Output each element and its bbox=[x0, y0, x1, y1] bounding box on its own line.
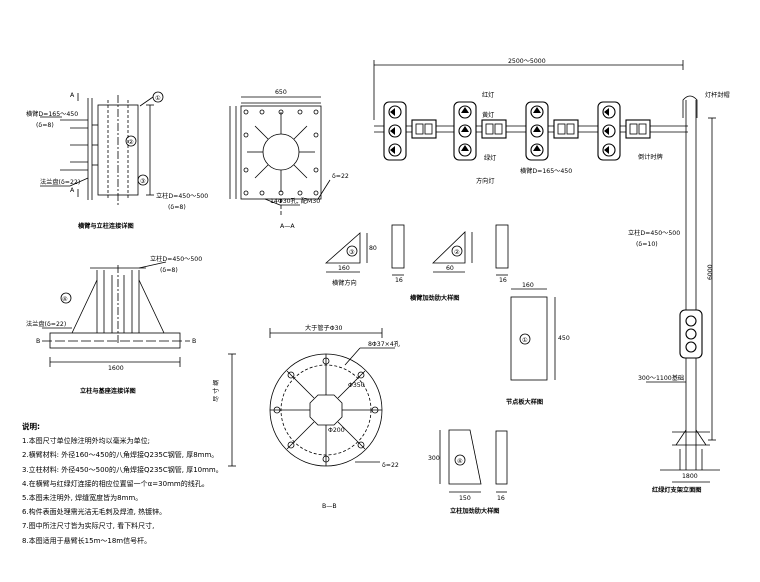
note-item: 3.立柱材料: 外径450～500的八角焊接Q235C钢管, 厚10mm。 bbox=[22, 465, 223, 474]
arm-rib-title: 横臂加劲肋大样图 bbox=[409, 294, 460, 302]
rib-circle-2: ② bbox=[454, 249, 460, 256]
section-mark-a2: A bbox=[70, 187, 75, 194]
pole-rib-detail bbox=[439, 429, 508, 493]
note-item: 5.本图未注明外, 焊缝宽度皆为8mm。 bbox=[22, 494, 143, 503]
bb-dia-200: Φ200 bbox=[328, 427, 345, 434]
arm-rib-detail bbox=[324, 224, 509, 276]
rib-dim-16: 16 bbox=[395, 277, 403, 284]
rib-dim-80: 80 bbox=[369, 245, 377, 252]
rib-dim-16b: 16 bbox=[499, 277, 507, 284]
aa-delta22: δ=22 bbox=[332, 173, 349, 180]
section-a-a bbox=[229, 96, 331, 215]
note-item: 7.图中所注尺寸皆为实际尺寸, 看下料尺寸, bbox=[22, 522, 155, 531]
elev-pole-cap: 灯杆封帽 bbox=[705, 91, 730, 99]
section-b-b bbox=[228, 328, 395, 467]
arm-dir-label: 横臂方向 bbox=[332, 279, 357, 287]
base-flange-label: 法兰盘(δ=22) bbox=[26, 320, 66, 328]
node-dim-160: 160 bbox=[522, 282, 534, 289]
base-title: 立柱与基座连接详图 bbox=[80, 387, 136, 395]
elev-arm-pipe: 横臂D=165～450 bbox=[520, 167, 572, 175]
pole-rib-dim-16: 16 bbox=[497, 495, 505, 502]
elevation-title: 红绿灯支架立面图 bbox=[652, 486, 702, 494]
bb-dia-350: Φ350 bbox=[348, 382, 365, 389]
pole-rib-dim-150: 150 bbox=[459, 495, 471, 502]
elev-green-light: 绿灯 bbox=[484, 154, 496, 162]
section-mark-a1: A bbox=[70, 92, 75, 99]
signal-heads bbox=[383, 101, 703, 359]
circle-3-a: ③ bbox=[140, 178, 146, 185]
elev-pole-thickness: (δ=10) bbox=[636, 241, 658, 248]
elev-countdown: 倒计时牌 bbox=[638, 153, 663, 161]
node-circle-1: ① bbox=[522, 337, 528, 344]
pole-pipe-label: 立柱D=450～500 bbox=[156, 192, 208, 200]
aa-bolt-holes: 14Φ30孔, 配M30 bbox=[270, 197, 320, 205]
pole-rib-circle-4: ④ bbox=[457, 458, 463, 465]
rib-dim-160: 160 bbox=[338, 265, 350, 272]
bb-large-dia: 大于管子Φ30 bbox=[305, 324, 343, 332]
arm-pole-title: 横臂与立柱连接详图 bbox=[77, 222, 134, 230]
elev-red-light: 红灯 bbox=[482, 91, 494, 99]
note-item: 1.本图尺寸单位除注明外均以毫米为单位; bbox=[22, 437, 151, 446]
note-item: 6.构件表面处理需光洁无毛刺及焊渣, 热镀锌。 bbox=[22, 508, 167, 517]
aa-title: A—A bbox=[280, 223, 295, 230]
side-note: 尽 寸 纲 bbox=[212, 380, 220, 403]
notes-heading: 说明: bbox=[22, 422, 40, 431]
arm-pole-connection-detail bbox=[40, 91, 164, 205]
elev-span: 2500～5000 bbox=[508, 58, 546, 65]
pole-rib-title: 立柱加劲肋大样图 bbox=[450, 507, 500, 515]
pole-base-detail bbox=[42, 261, 190, 367]
note-item: 2.横臂材料: 外径160～450的八角焊接Q235C钢管, 厚8mm。 bbox=[22, 451, 219, 460]
elev-pole-pipe: 立柱D=450～500 bbox=[628, 229, 680, 237]
bb-delta22: δ=22 bbox=[382, 462, 399, 469]
signal-arrows bbox=[390, 107, 609, 154]
base-circle-4: ④ bbox=[62, 296, 68, 303]
elev-base: 300～1100基础 bbox=[638, 374, 684, 382]
node-plate-detail bbox=[510, 288, 556, 381]
elev-direction-light: 方向灯 bbox=[476, 177, 495, 185]
section-mark-b1: B bbox=[36, 338, 40, 345]
notes-block: 说明: 1.本图尺寸单位除注明外均以毫米为单位; 2.横臂材料: 外径160～4… bbox=[22, 420, 352, 548]
rib-dim-60: 60 bbox=[446, 265, 454, 272]
rib-circle-3: ③ bbox=[349, 249, 355, 256]
node-dim-450: 450 bbox=[558, 335, 570, 342]
pole-rib-dim-300: 300 bbox=[428, 455, 440, 462]
note-item: 8.本图适用于悬臂长15m～18m信号杆。 bbox=[22, 536, 152, 545]
base-pole-label: 立柱D=450～500 bbox=[150, 255, 202, 263]
bb-title: B—B bbox=[322, 503, 337, 510]
section-mark-b2: B bbox=[192, 338, 196, 345]
node-plate-title: 节点板大样图 bbox=[506, 398, 543, 406]
circle-2-a: ② bbox=[128, 139, 134, 146]
elev-dim-1800: 1800 bbox=[682, 473, 698, 480]
circle-1-a: ① bbox=[155, 95, 161, 102]
elev-yellow-light: 黄灯 bbox=[482, 111, 494, 119]
base-pole-thickness: (δ=8) bbox=[160, 267, 178, 274]
pole-pipe-thickness: (δ=8) bbox=[168, 204, 186, 211]
elev-height: 6000 bbox=[707, 264, 714, 280]
arm-pipe-label: 横臂D=165～450 bbox=[26, 110, 78, 118]
note-item: 4.在横臂与红绿灯连接的相应位置留一个α=30mm的线孔。 bbox=[22, 479, 209, 488]
aa-dim-650: 650 bbox=[275, 89, 287, 96]
base-dim-1600: 1600 bbox=[108, 365, 124, 372]
bb-bolt-holes: 8Φ37×4孔 bbox=[368, 340, 400, 348]
arm-pipe-thickness: (δ=8) bbox=[36, 122, 54, 129]
flange-label: 法兰盘(δ=22) bbox=[40, 178, 80, 186]
